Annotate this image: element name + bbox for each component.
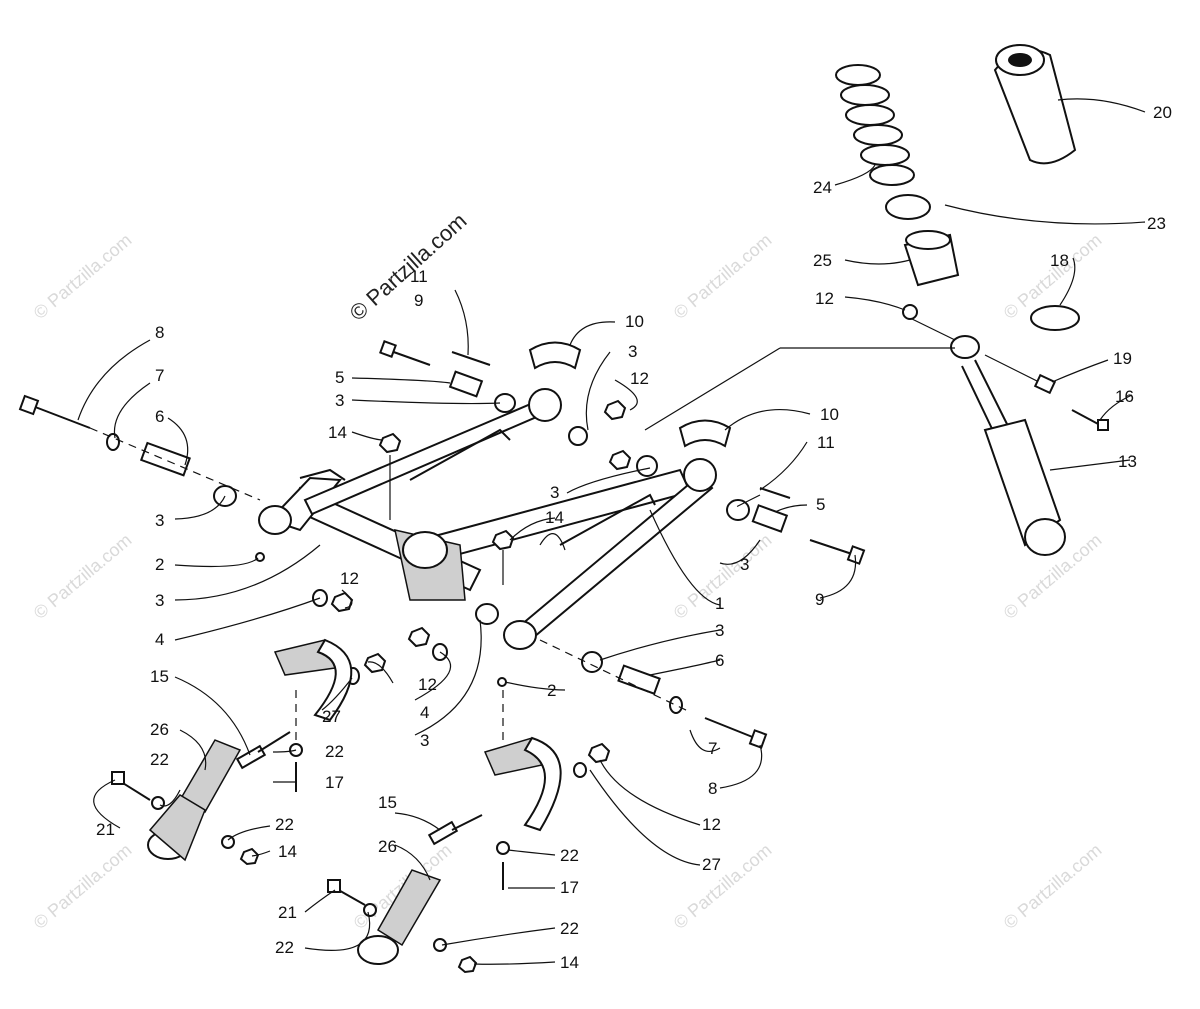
callout-22: 22: [325, 742, 344, 761]
watermark: © Partzilla.com: [30, 840, 136, 933]
callout-3: 3: [628, 342, 637, 361]
callout-8: 8: [708, 779, 717, 798]
leader-lines: [77, 98, 1146, 965]
callout-15: 15: [150, 667, 169, 686]
callout-15: 15: [378, 793, 397, 812]
callout-21: 21: [278, 903, 297, 922]
callout-3: 3: [420, 731, 429, 750]
watermark: © Partzilla.com: [30, 530, 136, 623]
callout-23: 23: [1147, 214, 1166, 233]
callout-8: 8: [155, 323, 164, 342]
callout-22: 22: [560, 846, 579, 865]
callout-1: 1: [715, 594, 724, 613]
callout-12: 12: [630, 369, 649, 388]
callout-12: 12: [815, 289, 834, 308]
callout-9: 9: [414, 291, 423, 310]
callout-14: 14: [328, 423, 347, 442]
callout-2: 2: [547, 681, 556, 700]
callout-14: 14: [560, 953, 579, 972]
callout-3: 3: [155, 591, 164, 610]
callout-25: 25: [813, 251, 832, 270]
callout-17: 17: [325, 773, 344, 792]
watermark-main: © Partzilla.com: [345, 208, 472, 326]
callout-6: 6: [715, 651, 724, 670]
callout-13: 13: [1118, 452, 1137, 471]
callout-4: 4: [155, 630, 164, 649]
callout-10: 10: [625, 312, 644, 331]
spring: [835, 64, 915, 186]
callout-20: 20: [1153, 103, 1172, 122]
callout-21: 21: [96, 820, 115, 839]
callout-17: 17: [560, 878, 579, 897]
callout-14: 14: [545, 508, 564, 527]
callout-2: 2: [155, 555, 164, 574]
callout-3: 3: [740, 555, 749, 574]
callout-7: 7: [155, 366, 164, 385]
callout-11: 11: [410, 267, 428, 286]
callout-5: 5: [816, 495, 825, 514]
callout-22: 22: [560, 919, 579, 938]
callout-11: 11: [817, 433, 835, 452]
callout-14: 14: [278, 842, 297, 861]
callout-9: 9: [815, 590, 824, 609]
callout-12: 12: [340, 569, 359, 588]
watermark: © Partzilla.com: [670, 840, 776, 933]
callout-27: 27: [322, 707, 341, 726]
callout-22: 22: [275, 815, 294, 834]
watermark: © Partzilla.com: [1000, 840, 1106, 933]
callout-22: 22: [275, 938, 294, 957]
callout-labels: 8 7 6 3 2 3 4 12 15 26 22 21 22 14 22 17…: [96, 103, 1172, 972]
watermark: © Partzilla.com: [30, 230, 136, 323]
callout-26: 26: [150, 720, 169, 739]
callout-6: 6: [155, 407, 164, 426]
callout-3: 3: [155, 511, 164, 530]
callout-16: 16: [1115, 387, 1134, 406]
callout-4: 4: [420, 703, 429, 722]
callout-10: 10: [820, 405, 839, 424]
callout-24: 24: [813, 178, 832, 197]
callout-18: 18: [1050, 251, 1069, 270]
callout-5: 5: [335, 368, 344, 387]
watermark: © Partzilla.com: [670, 230, 776, 323]
callout-26: 26: [378, 837, 397, 856]
callout-3: 3: [335, 391, 344, 410]
callout-27: 27: [702, 855, 721, 874]
callout-3: 3: [550, 483, 559, 502]
callout-7: 7: [708, 739, 717, 758]
parts-artwork: [18, 44, 1109, 974]
callout-12: 12: [418, 675, 437, 694]
callout-22: 22: [150, 750, 169, 769]
callout-3: 3: [715, 621, 724, 640]
callout-19: 19: [1113, 349, 1132, 368]
callout-12: 12: [702, 815, 721, 834]
